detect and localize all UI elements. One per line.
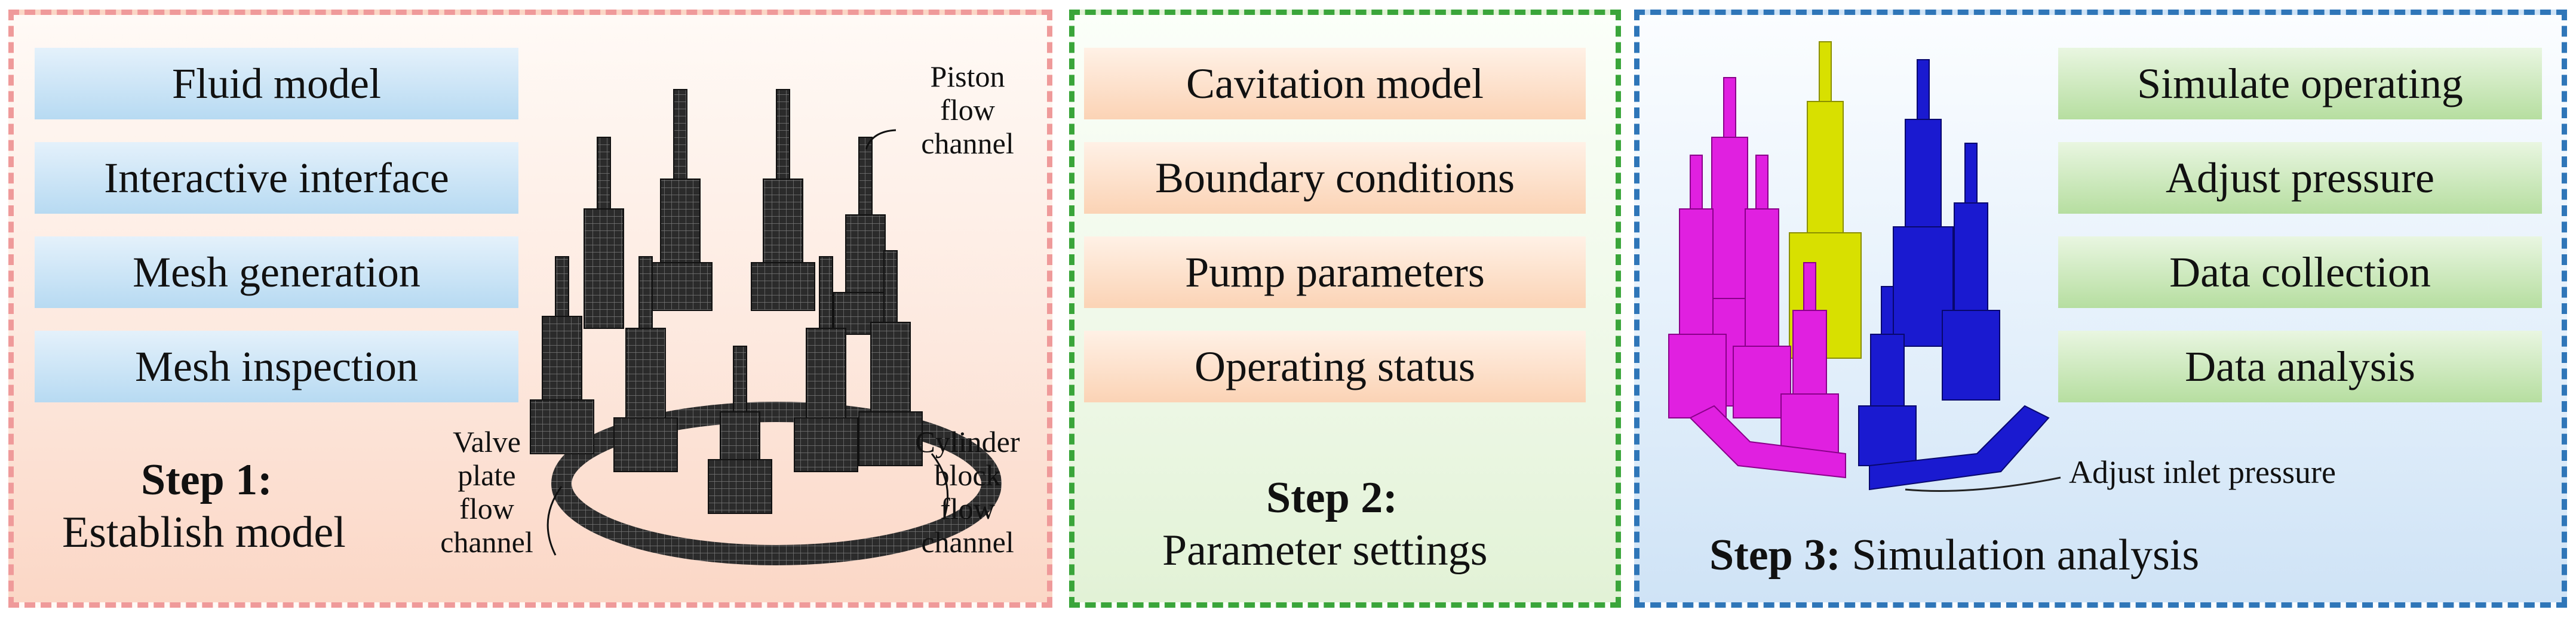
adjust-inlet-pressure-annotation: Adjust inlet pressure [2069, 454, 2336, 490]
data-analysis-label: Data analysis [2185, 342, 2415, 390]
cavitation-model-label: Cavitation model [1186, 59, 1484, 107]
valve-label-line2: plate [458, 458, 516, 492]
piston-label-line1: Piston [930, 60, 1005, 93]
pump-parameters-label: Pump parameters [1185, 248, 1485, 296]
mesh-model-illustration [530, 89, 1002, 565]
simulation-model-illustration [1668, 41, 2050, 491]
cavitation-model-box: Cavitation model [1084, 48, 1586, 119]
step1-title: Step 1: [141, 455, 272, 504]
simulate-operating-label: Simulate operating [2137, 59, 2463, 107]
adjust-pressure-label: Adjust pressure [2166, 153, 2434, 202]
interactive-interface-box: Interactive interface [35, 142, 518, 214]
piston-label-line3: channel [921, 127, 1014, 160]
mesh-inspection-label: Mesh inspection [135, 342, 418, 390]
data-analysis-box: Data analysis [2058, 331, 2542, 402]
cylinder-label-line4: channel [921, 525, 1014, 559]
piston-flow-channel-label: Piston flow channel [908, 60, 1027, 160]
step3-title: Step 3: [1709, 531, 1841, 580]
valve-label-line3: flow [459, 492, 514, 525]
operating-status-label: Operating status [1195, 342, 1475, 390]
cylinder-label-line2: block [934, 458, 1001, 492]
adjust-pressure-box: Adjust pressure [2058, 142, 2542, 214]
boundary-conditions-box: Boundary conditions [1084, 142, 1586, 214]
cylinder-label-line1: Cylinder [915, 425, 1020, 458]
mesh-inspection-box: Mesh inspection [35, 331, 518, 402]
valve-label-line1: Valve [453, 425, 521, 458]
pump-parameters-box: Pump parameters [1084, 236, 1586, 308]
piston-label-line2: flow [940, 93, 995, 127]
inlet-pressure-leader-line [1905, 476, 2061, 492]
cylinder-label-line3: flow [940, 492, 995, 525]
interactive-interface-label: Interactive interface [104, 153, 449, 202]
mesh-generation-box: Mesh generation [35, 236, 518, 308]
step3-subtitle: Simulation analysis [1852, 531, 2200, 580]
valve-plate-flow-channel-label: Valve plate flow channel [418, 425, 555, 559]
data-collection-box: Data collection [2058, 236, 2542, 308]
data-collection-label: Data collection [2169, 248, 2431, 296]
step2-title: Step 2: [1266, 473, 1398, 522]
simulate-operating-box: Simulate operating [2058, 48, 2542, 119]
boundary-conditions-label: Boundary conditions [1155, 153, 1515, 202]
fluid-model-box: Fluid model [35, 48, 518, 119]
step2-subtitle: Parameter settings [1162, 526, 1488, 575]
cylinder-block-flow-channel-label: Cylinder block flow channel [896, 425, 1039, 559]
operating-status-box: Operating status [1084, 331, 1586, 402]
step1-subtitle: Establish model [62, 508, 346, 557]
mesh-generation-label: Mesh generation [133, 248, 420, 296]
step3-caption: Step 3: Simulation analysis [1709, 530, 2199, 581]
valve-label-line4: channel [440, 525, 533, 559]
fluid-model-label: Fluid model [171, 59, 381, 107]
